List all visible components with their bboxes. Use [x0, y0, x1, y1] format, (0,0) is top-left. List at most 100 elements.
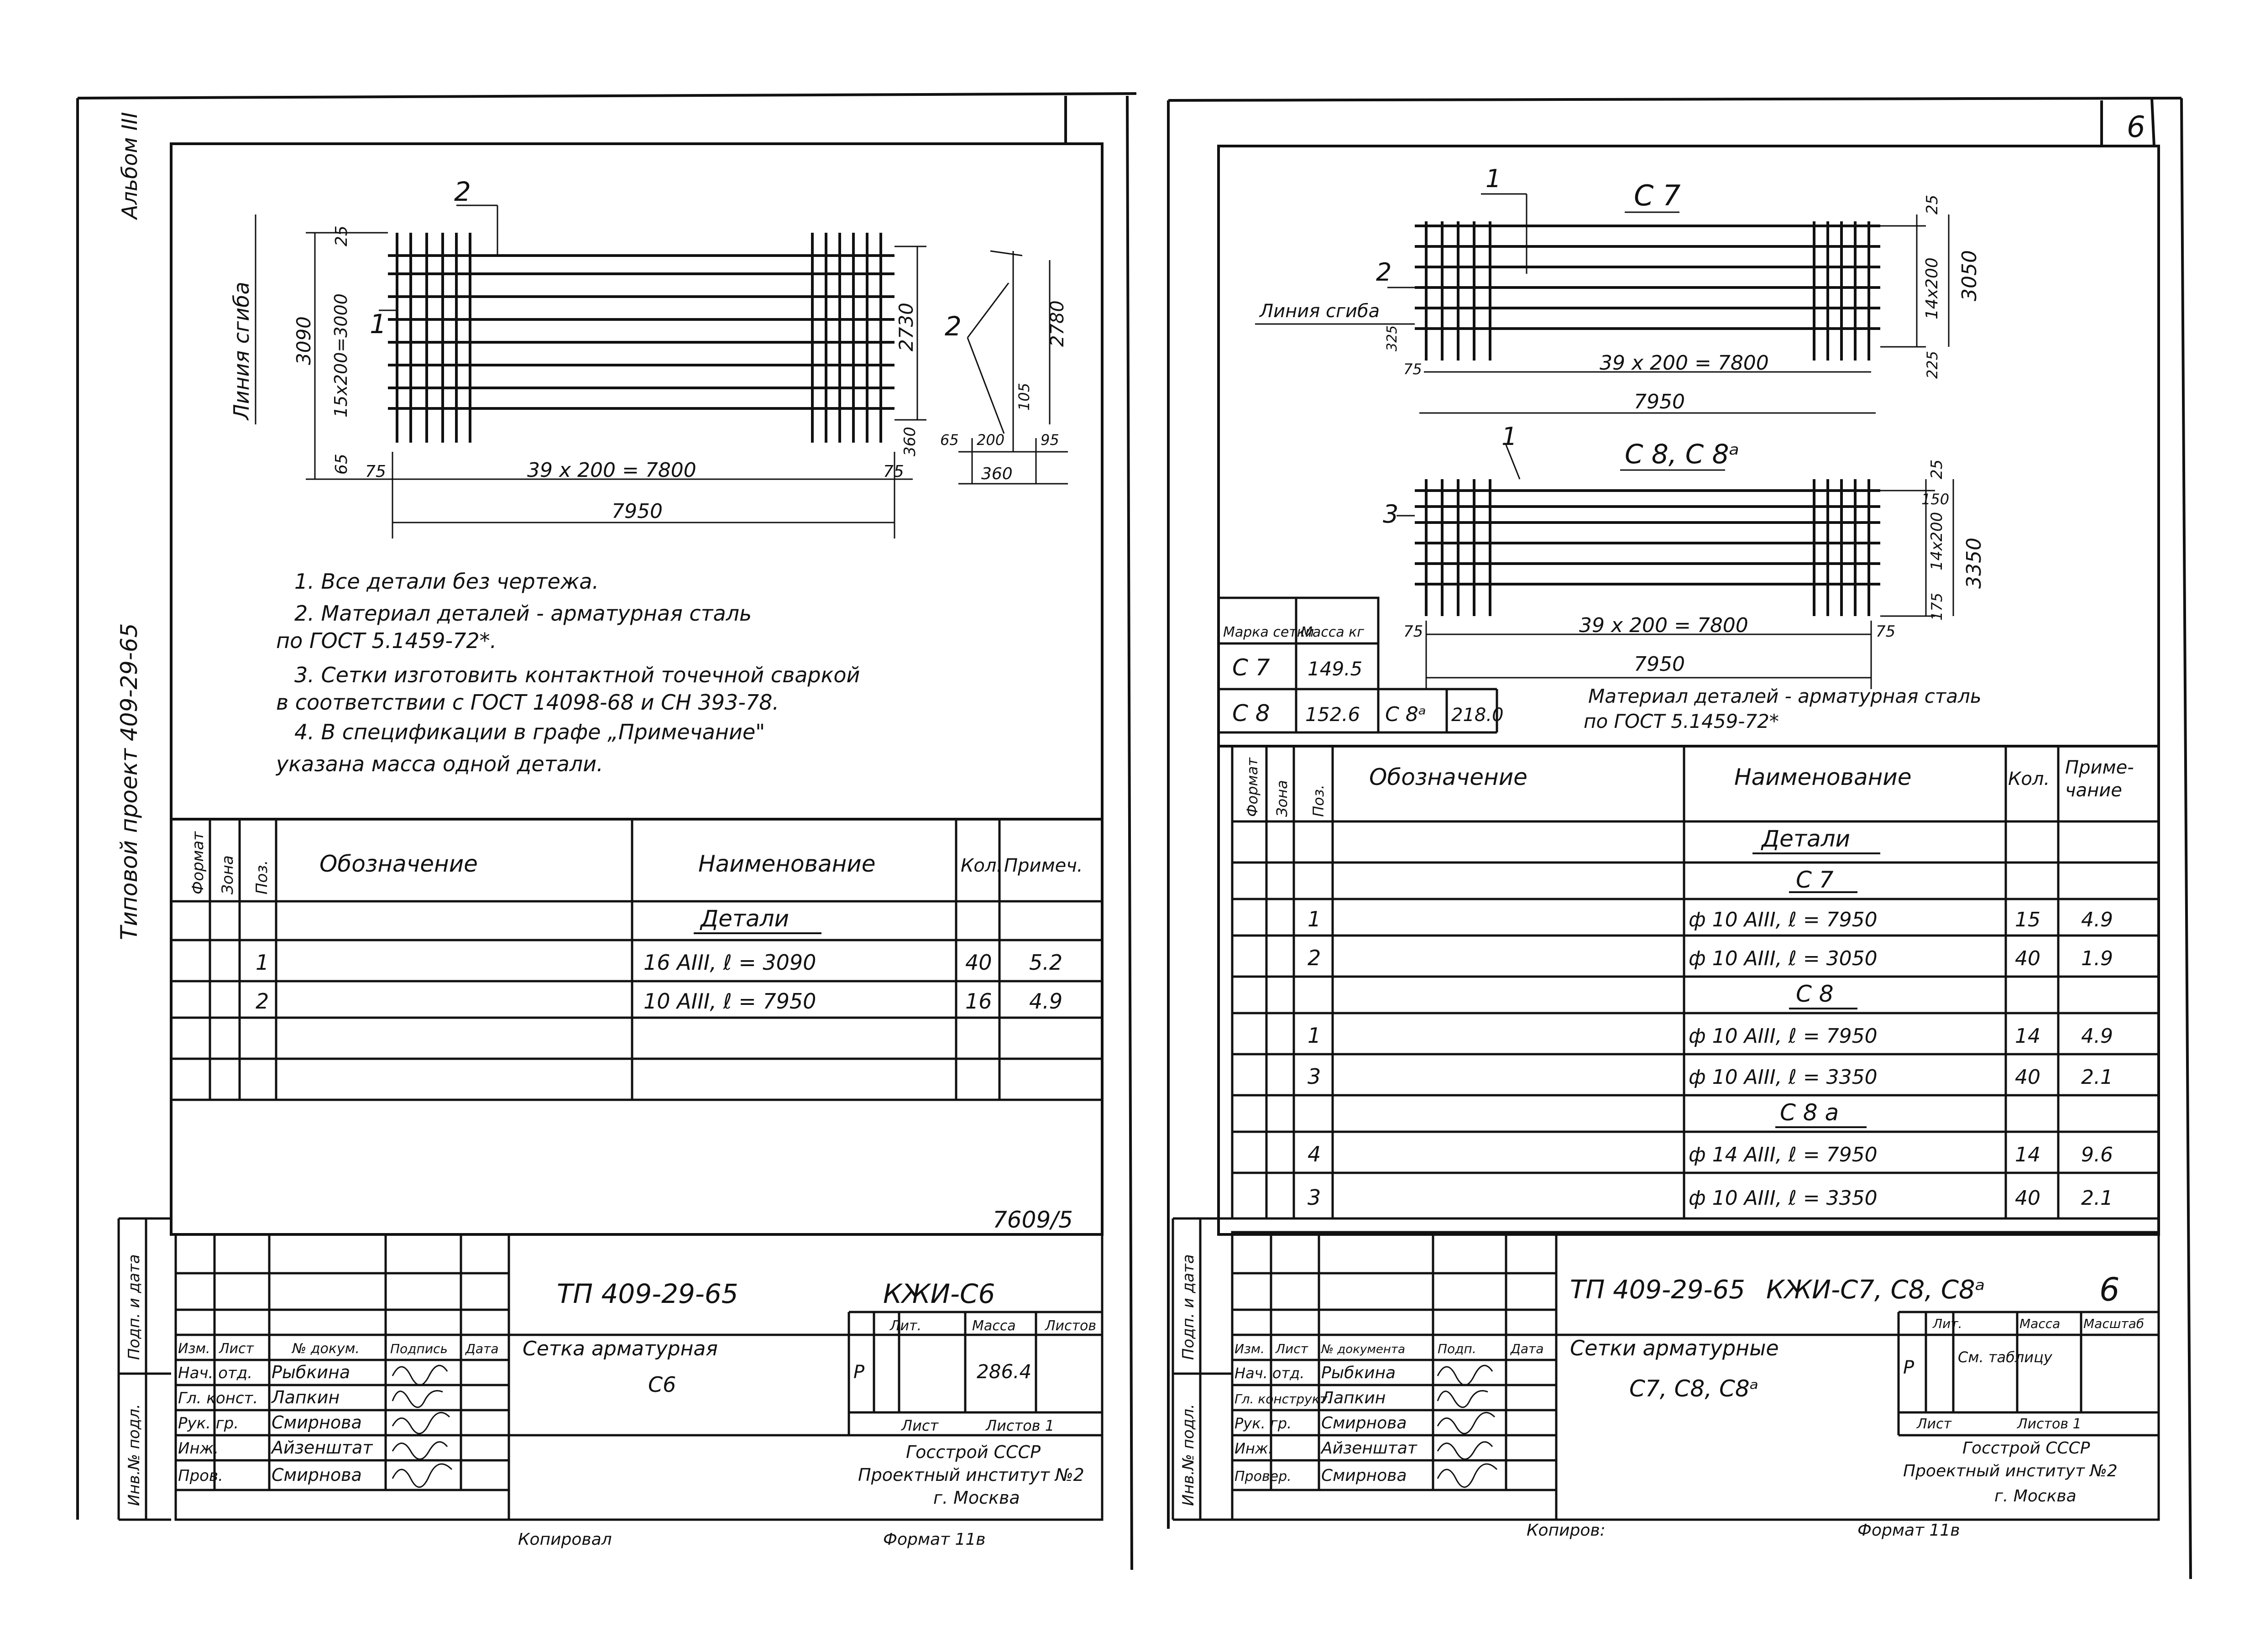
- rspec-head-format: Формат: [1244, 757, 1261, 817]
- c6-dim-25: 25: [332, 225, 351, 246]
- rtb-lit-head: Лит.: [1932, 1316, 1962, 1331]
- note-line-6: 4. В спецификации в графе „Примечание": [294, 720, 765, 744]
- c8-pos3: 3: [1383, 500, 1398, 528]
- rrow4-note: 2.1: [2081, 1066, 2113, 1089]
- c7-dim-39x200: 39 x 200 = 7800: [1600, 351, 1769, 375]
- tb-name-5: Смирнова: [272, 1465, 362, 1485]
- side-label-inv-no: Инв.№ подл.: [125, 1404, 143, 1506]
- c7-dim-325: 325: [1384, 325, 1400, 351]
- rside-label-inv-no: Инв.№ подл.: [1179, 1404, 1198, 1506]
- c7-dim-225: 225: [1924, 351, 1941, 379]
- c8-pos1: 1: [1501, 422, 1517, 451]
- material-note-1: Материал деталей - арматурная сталь: [1588, 685, 1982, 707]
- rtb-mass-head: Масса: [2019, 1316, 2060, 1331]
- rrow4-name: ф 10 AIII, ℓ = 3350: [1689, 1066, 1878, 1089]
- c7-dim-25: 25: [1923, 195, 1941, 214]
- tb-name-1: Рыбкина: [272, 1362, 350, 1382]
- rtb-col-date: Дата: [1510, 1341, 1544, 1356]
- spec-head-note: Примеч.: [1004, 855, 1083, 876]
- note-line-1: 1. Все детали без чертежа.: [294, 569, 599, 594]
- c8-dim-75-left: 75: [1403, 622, 1423, 641]
- tb-lit-head: Лит.: [889, 1318, 921, 1334]
- tb-mass: 286.4: [977, 1360, 1031, 1383]
- rrow5-qty: 14: [2015, 1143, 2040, 1166]
- note-line-5: в соответствии с ГОСТ 14098-68 и СН 393-…: [276, 690, 779, 715]
- rrow5-name: ф 14 AIII, ℓ = 7950: [1689, 1143, 1878, 1166]
- c8-dim-75-right: 75: [1876, 622, 1895, 641]
- outer-frame: [76, 92, 2192, 1579]
- c7-dim-3050: 3050: [1958, 250, 1981, 301]
- c8-dim-39x200: 39 x 200 = 7800: [1579, 614, 1748, 637]
- rspec-head-pos: Поз.: [1310, 784, 1327, 817]
- rtb-name-2: Лапкин: [1320, 1389, 1386, 1407]
- tb-name-2: Лапкин: [271, 1387, 340, 1407]
- rrow4-pos: 3: [1308, 1064, 1321, 1089]
- rtb-col-sign: Подп.: [1438, 1341, 1476, 1356]
- sheet-number: 7609/5: [993, 1207, 1073, 1233]
- mass-table: Марка сетки Масса кг С 7 149.5 С 8 152.6…: [1217, 596, 1504, 734]
- rrow2-pos: 2: [1308, 946, 1321, 970]
- rtb-col-list: Лист: [1275, 1341, 1308, 1356]
- tb-role-1: Нач. отд.: [178, 1364, 252, 1382]
- left-side-strip: Подп. и дата Инв.№ подл.: [117, 1217, 171, 1521]
- tb-name-4: Айзенштат: [270, 1438, 373, 1458]
- rtb-scale-head: Масштаб: [2083, 1316, 2144, 1331]
- rspec-head-note-1: Приме-: [2065, 757, 2134, 778]
- side-dim-65: 65: [940, 431, 959, 449]
- right-side-strip: Подп. и дата Инв.№ подл.: [1172, 1217, 1232, 1521]
- c6-dim-75-right: 75: [883, 462, 904, 481]
- note-line-4: 3. Сетки изготовить контактной точечной …: [294, 663, 860, 687]
- row1-qty: 40: [965, 950, 992, 975]
- rside-label-sign-date: Подп. и дата: [1179, 1254, 1198, 1360]
- side-dim-200: 200: [977, 431, 1004, 449]
- tb-scale-head: Листов: [1045, 1318, 1096, 1334]
- footer-format-right: Формат 11в: [1857, 1521, 1960, 1540]
- spec-section-details: Детали: [700, 905, 789, 932]
- c6-spec-table: Формат Зона Поз. Обозначение Наименовани…: [171, 819, 1102, 1101]
- rtb-role-5: Провер.: [1235, 1469, 1292, 1485]
- tb-col-izm: Изм.: [178, 1341, 210, 1357]
- spec-head-designation: Обозначение: [319, 851, 478, 877]
- note-line-7: указана масса одной детали.: [275, 752, 603, 776]
- rtb-title-2: С7, С8, С8ᵃ: [1629, 1375, 1758, 1402]
- c8-dim-150: 150: [1921, 491, 1949, 508]
- c6-dim-15x200: 15x200=3000: [331, 293, 351, 418]
- material-note-2: по ГОСТ 5.1459-72*: [1584, 710, 1779, 732]
- rspec-head-designation: Обозначение: [1369, 764, 1527, 790]
- rrow2-name: ф 10 AIII, ℓ = 3050: [1689, 947, 1878, 970]
- c7-title: С 7: [1634, 179, 1680, 212]
- rrow1-pos: 1: [1308, 907, 1321, 931]
- tb-sheet-label: Лист: [901, 1417, 939, 1434]
- note-line-3: по ГОСТ 5.1459-72*.: [276, 628, 497, 653]
- rrow6-name: ф 10 AIII, ℓ = 3350: [1689, 1187, 1878, 1210]
- mass-r2-mass2: 218.0: [1451, 705, 1504, 726]
- tb-col-doc: № докум.: [291, 1341, 360, 1357]
- rtb-lit: Р: [1903, 1357, 1915, 1378]
- c6-dim-7950: 7950: [612, 500, 663, 523]
- spec-head-name: Наименование: [698, 851, 876, 877]
- c7-c8-spec-table: Формат Зона Поз. Обозначение Наименовани…: [1231, 746, 2159, 1220]
- mesh-c8-drawing: С 8, С 8ᵃ 1 3 25 150 14x200 3350 175 75 …: [1383, 422, 1986, 689]
- mass-r2-mark: С 8: [1232, 700, 1270, 727]
- rtb-name-4: Айзенштат: [1320, 1439, 1418, 1458]
- side-dim-95: 95: [1041, 431, 1059, 449]
- rspec-head-note-2: чание: [2065, 780, 2122, 801]
- tb-role-3: Рук. гр.: [178, 1414, 239, 1432]
- rtb-name-5: Смирнова: [1321, 1466, 1407, 1485]
- tb-role-4: Инж.: [178, 1439, 219, 1458]
- c6-dim-39x200: 39 x 200 = 7800: [527, 459, 696, 482]
- c6-dim-3090: 3090: [293, 316, 315, 365]
- rtb-code: ТП 409-29-65: [1570, 1275, 1745, 1305]
- mass-r2-mark2: С 8ᵃ: [1385, 703, 1426, 726]
- row2-qty: 16: [965, 989, 992, 1014]
- c6-notes: 1. Все детали без чертежа. 2. Материал д…: [275, 569, 860, 776]
- footer-format-left: Формат 11в: [883, 1530, 986, 1549]
- tb-col-sign: Подпись: [390, 1341, 448, 1356]
- row1-name: 16 AIII, ℓ = 3090: [643, 950, 816, 975]
- mass-head-mass: Масса кг: [1301, 624, 1364, 640]
- rrow2-qty: 40: [2015, 947, 2040, 970]
- rspec-group-c8a: С 8 а: [1780, 1099, 1839, 1126]
- rtb-mass: См. таблицу: [1958, 1349, 2053, 1366]
- rtb-role-1: Нач. отд.: [1235, 1364, 1304, 1382]
